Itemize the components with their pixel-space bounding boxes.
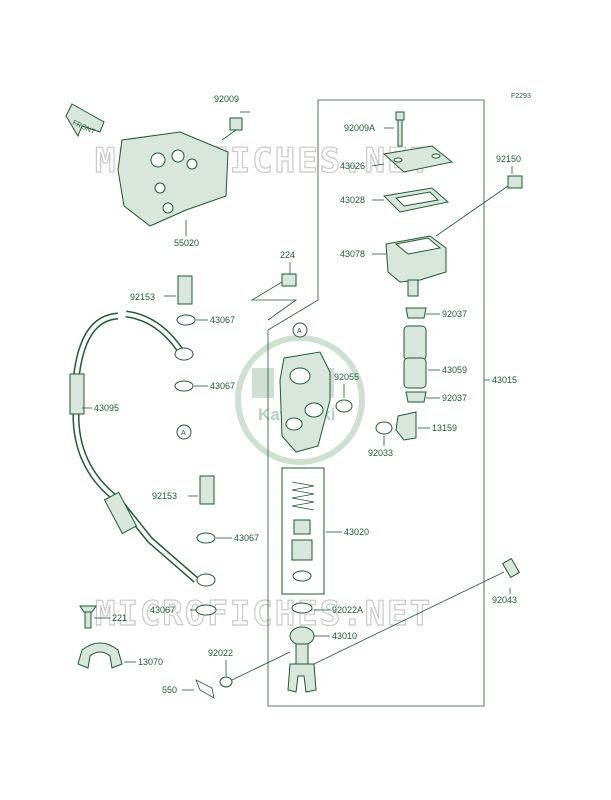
diaphragm-43028	[382, 187, 450, 213]
callout-a-body-text: A	[297, 328, 302, 335]
label-43067-2: 43067	[210, 381, 235, 391]
circlip-92022A	[291, 602, 313, 614]
hose-43059-lower	[403, 357, 427, 389]
o-ring-92055	[335, 399, 353, 413]
label-13070: 13070	[138, 657, 163, 667]
washer-92022	[219, 676, 233, 688]
clamp-13070	[77, 642, 123, 669]
label-43015: 43015	[492, 375, 517, 385]
label-92022A: 92022A	[332, 605, 363, 615]
hose-43059-upper	[403, 325, 427, 361]
label-92037-upper: 92037	[442, 309, 467, 319]
bolt-92150	[435, 175, 523, 237]
push-rod-43010	[287, 626, 317, 693]
label-92150: 92150	[496, 154, 521, 164]
callout-a-body	[292, 322, 308, 338]
front-arrow-icon: FRONT	[65, 103, 105, 138]
screw-224	[281, 273, 297, 287]
label-13159: 13159	[432, 423, 457, 433]
reservoir-cap-43026	[382, 145, 454, 173]
washer-43067-1	[176, 314, 196, 326]
label-92022: 92022	[208, 648, 233, 658]
clip-92037-lower	[405, 391, 427, 403]
label-43028: 43028	[340, 195, 365, 205]
cotter-pin-550	[195, 679, 215, 699]
elbow-13159	[395, 411, 417, 441]
screw-221	[79, 605, 97, 629]
piston-kit-43020	[281, 467, 325, 595]
callout-a-left	[176, 424, 192, 440]
label-550: 550	[162, 685, 177, 695]
assembly-frame	[267, 99, 485, 707]
label-92153-lower: 92153	[152, 491, 177, 501]
washer-43067-3	[196, 532, 216, 544]
bolt-92009	[221, 117, 243, 141]
reservoir-43078	[385, 235, 447, 297]
label-224: 224	[280, 250, 295, 260]
figure-ref: F2293	[511, 93, 531, 100]
label-43067-1: 43067	[210, 315, 235, 325]
screw-92009A	[395, 111, 405, 147]
label-43010: 43010	[332, 631, 357, 641]
watermark-bottom: MICROFICHES.NET	[95, 594, 432, 634]
bracket-55020	[117, 131, 229, 227]
washer-43067-2	[174, 380, 194, 392]
label-55020: 55020	[174, 238, 199, 248]
clip-92037-upper	[405, 307, 427, 319]
label-43067-4: 43067	[150, 605, 175, 615]
label-92009: 92009	[214, 94, 239, 104]
callout-a-left-text: A	[181, 430, 186, 437]
master-cylinder-body	[279, 351, 331, 453]
label-43020: 43020	[344, 527, 369, 537]
label-92043: 92043	[492, 595, 517, 605]
label-43067-3: 43067	[234, 533, 259, 543]
label-92153-upper: 92153	[130, 292, 155, 302]
pin-92043	[501, 557, 521, 579]
banjo-bolt-92153-upper	[177, 275, 193, 305]
label-221: 221	[112, 613, 127, 623]
label-43059: 43059	[442, 365, 467, 375]
washer-43067-4	[195, 604, 217, 616]
banjo-bolt-92153-lower	[199, 475, 215, 505]
label-43026: 43026	[340, 161, 365, 171]
gasket-92033	[375, 421, 393, 435]
label-92009A: 92009A	[344, 123, 375, 133]
label-43078: 43078	[340, 249, 365, 259]
label-43095: 43095	[94, 403, 119, 413]
label-92033: 92033	[368, 448, 393, 458]
label-92037-lower: 92037	[442, 393, 467, 403]
label-92055: 92055	[334, 372, 359, 382]
brake-hose-43095	[69, 310, 216, 587]
